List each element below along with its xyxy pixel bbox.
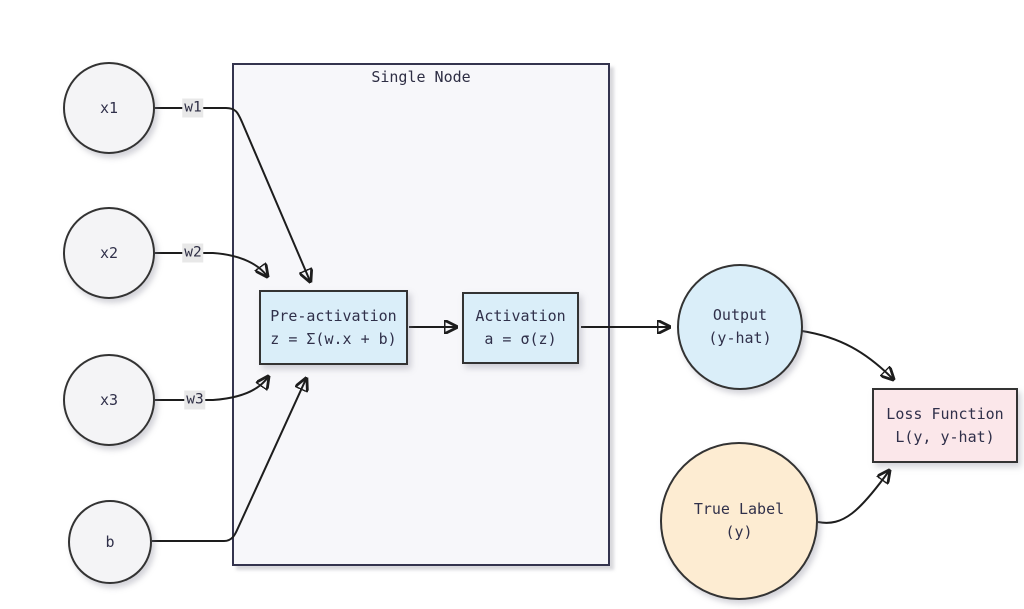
edge-truelabel-loss bbox=[817, 471, 889, 524]
node-output-title: Output bbox=[712, 306, 768, 324]
edge-label-w1: w1 bbox=[182, 98, 204, 118]
subgraph-title: Single Node bbox=[371, 68, 471, 86]
node-x3-label: x3 bbox=[99, 390, 119, 409]
node-preactivation-formula: z = Σ(w.x + b) bbox=[270, 329, 397, 348]
edge-label-w2: w2 bbox=[182, 243, 204, 263]
node-preactivation-title: Pre-activation bbox=[270, 306, 397, 325]
node-true-label: True Label (y) bbox=[660, 442, 818, 600]
node-b-label: b bbox=[105, 532, 115, 551]
node-activation-formula: a = σ(z) bbox=[484, 330, 557, 348]
node-x2-label: x2 bbox=[99, 243, 119, 262]
node-loss-formula: L(y, y-hat) bbox=[895, 427, 995, 446]
node-x2: x2 bbox=[63, 207, 155, 299]
node-b: b bbox=[68, 500, 152, 584]
node-activation-title: Activation bbox=[475, 307, 566, 325]
node-loss-function: Loss Function L(y, y-hat) bbox=[872, 388, 1018, 463]
node-x1: x1 bbox=[63, 62, 155, 154]
node-true-label-title: True Label bbox=[693, 500, 785, 518]
node-true-label-symbol: (y) bbox=[725, 523, 753, 541]
node-x1-label: x1 bbox=[99, 98, 119, 117]
node-output-symbol: (y-hat) bbox=[708, 329, 772, 347]
node-preactivation: Pre-activation z = Σ(w.x + b) bbox=[259, 290, 408, 365]
node-activation: Activation a = σ(z) bbox=[462, 292, 579, 364]
node-output: Output (y-hat) bbox=[677, 264, 803, 390]
edge-output-loss bbox=[801, 330, 893, 379]
node-x3: x3 bbox=[63, 354, 155, 446]
edge-label-w3: w3 bbox=[184, 390, 206, 410]
node-loss-title: Loss Function bbox=[886, 404, 1004, 423]
